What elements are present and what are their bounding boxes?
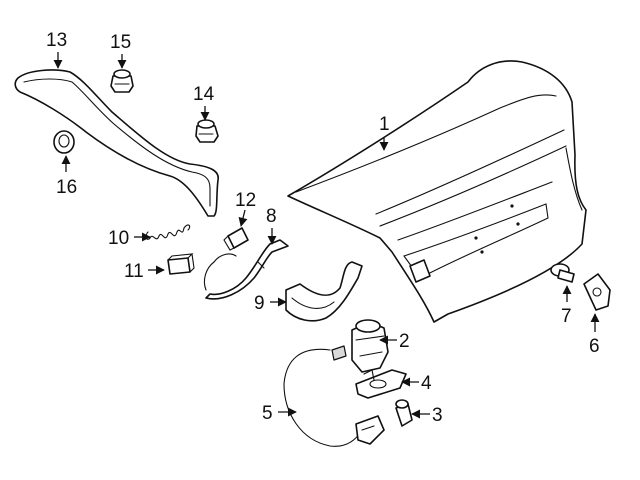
callout-4: 4 bbox=[421, 373, 432, 394]
clip-15[interactable] bbox=[110, 69, 134, 93]
clip-14[interactable] bbox=[195, 119, 219, 143]
lock-base-4[interactable] bbox=[355, 369, 407, 399]
spring-10[interactable] bbox=[145, 224, 191, 240]
callout-12: 12 bbox=[235, 190, 256, 211]
release-cable-5[interactable] bbox=[283, 348, 385, 447]
callout-9: 9 bbox=[254, 293, 265, 314]
callout-3: 3 bbox=[432, 405, 443, 426]
trim-panel-9[interactable] bbox=[285, 261, 363, 322]
leader-lines bbox=[53, 52, 600, 419]
trunk-lid[interactable] bbox=[287, 60, 587, 323]
callout-labels: 1 2 3 4 5 6 7 8 9 10 11 12 13 14 15 16 bbox=[46, 30, 600, 426]
bracket-12[interactable] bbox=[223, 227, 249, 251]
callout-2: 2 bbox=[399, 331, 410, 352]
callout-10: 10 bbox=[108, 228, 129, 249]
callout-14: 14 bbox=[193, 84, 215, 105]
callout-6: 6 bbox=[589, 336, 600, 357]
callout-8: 8 bbox=[266, 206, 277, 227]
plug-16[interactable] bbox=[53, 130, 75, 154]
striker-6[interactable] bbox=[583, 273, 611, 311]
callout-13: 13 bbox=[46, 30, 67, 51]
callout-11: 11 bbox=[124, 261, 144, 282]
callout-7: 7 bbox=[561, 306, 572, 327]
actuator-2[interactable] bbox=[331, 319, 389, 373]
weatherstrip-seal[interactable] bbox=[14, 69, 219, 217]
stud-3[interactable] bbox=[395, 399, 413, 427]
callout-5: 5 bbox=[262, 403, 273, 424]
callout-15: 15 bbox=[110, 32, 131, 53]
bolt-7[interactable] bbox=[550, 263, 575, 283]
callout-16: 16 bbox=[56, 177, 77, 198]
callout-1: 1 bbox=[379, 114, 390, 135]
bumper-11[interactable] bbox=[167, 253, 195, 275]
hinge-arm-8[interactable] bbox=[203, 239, 289, 300]
